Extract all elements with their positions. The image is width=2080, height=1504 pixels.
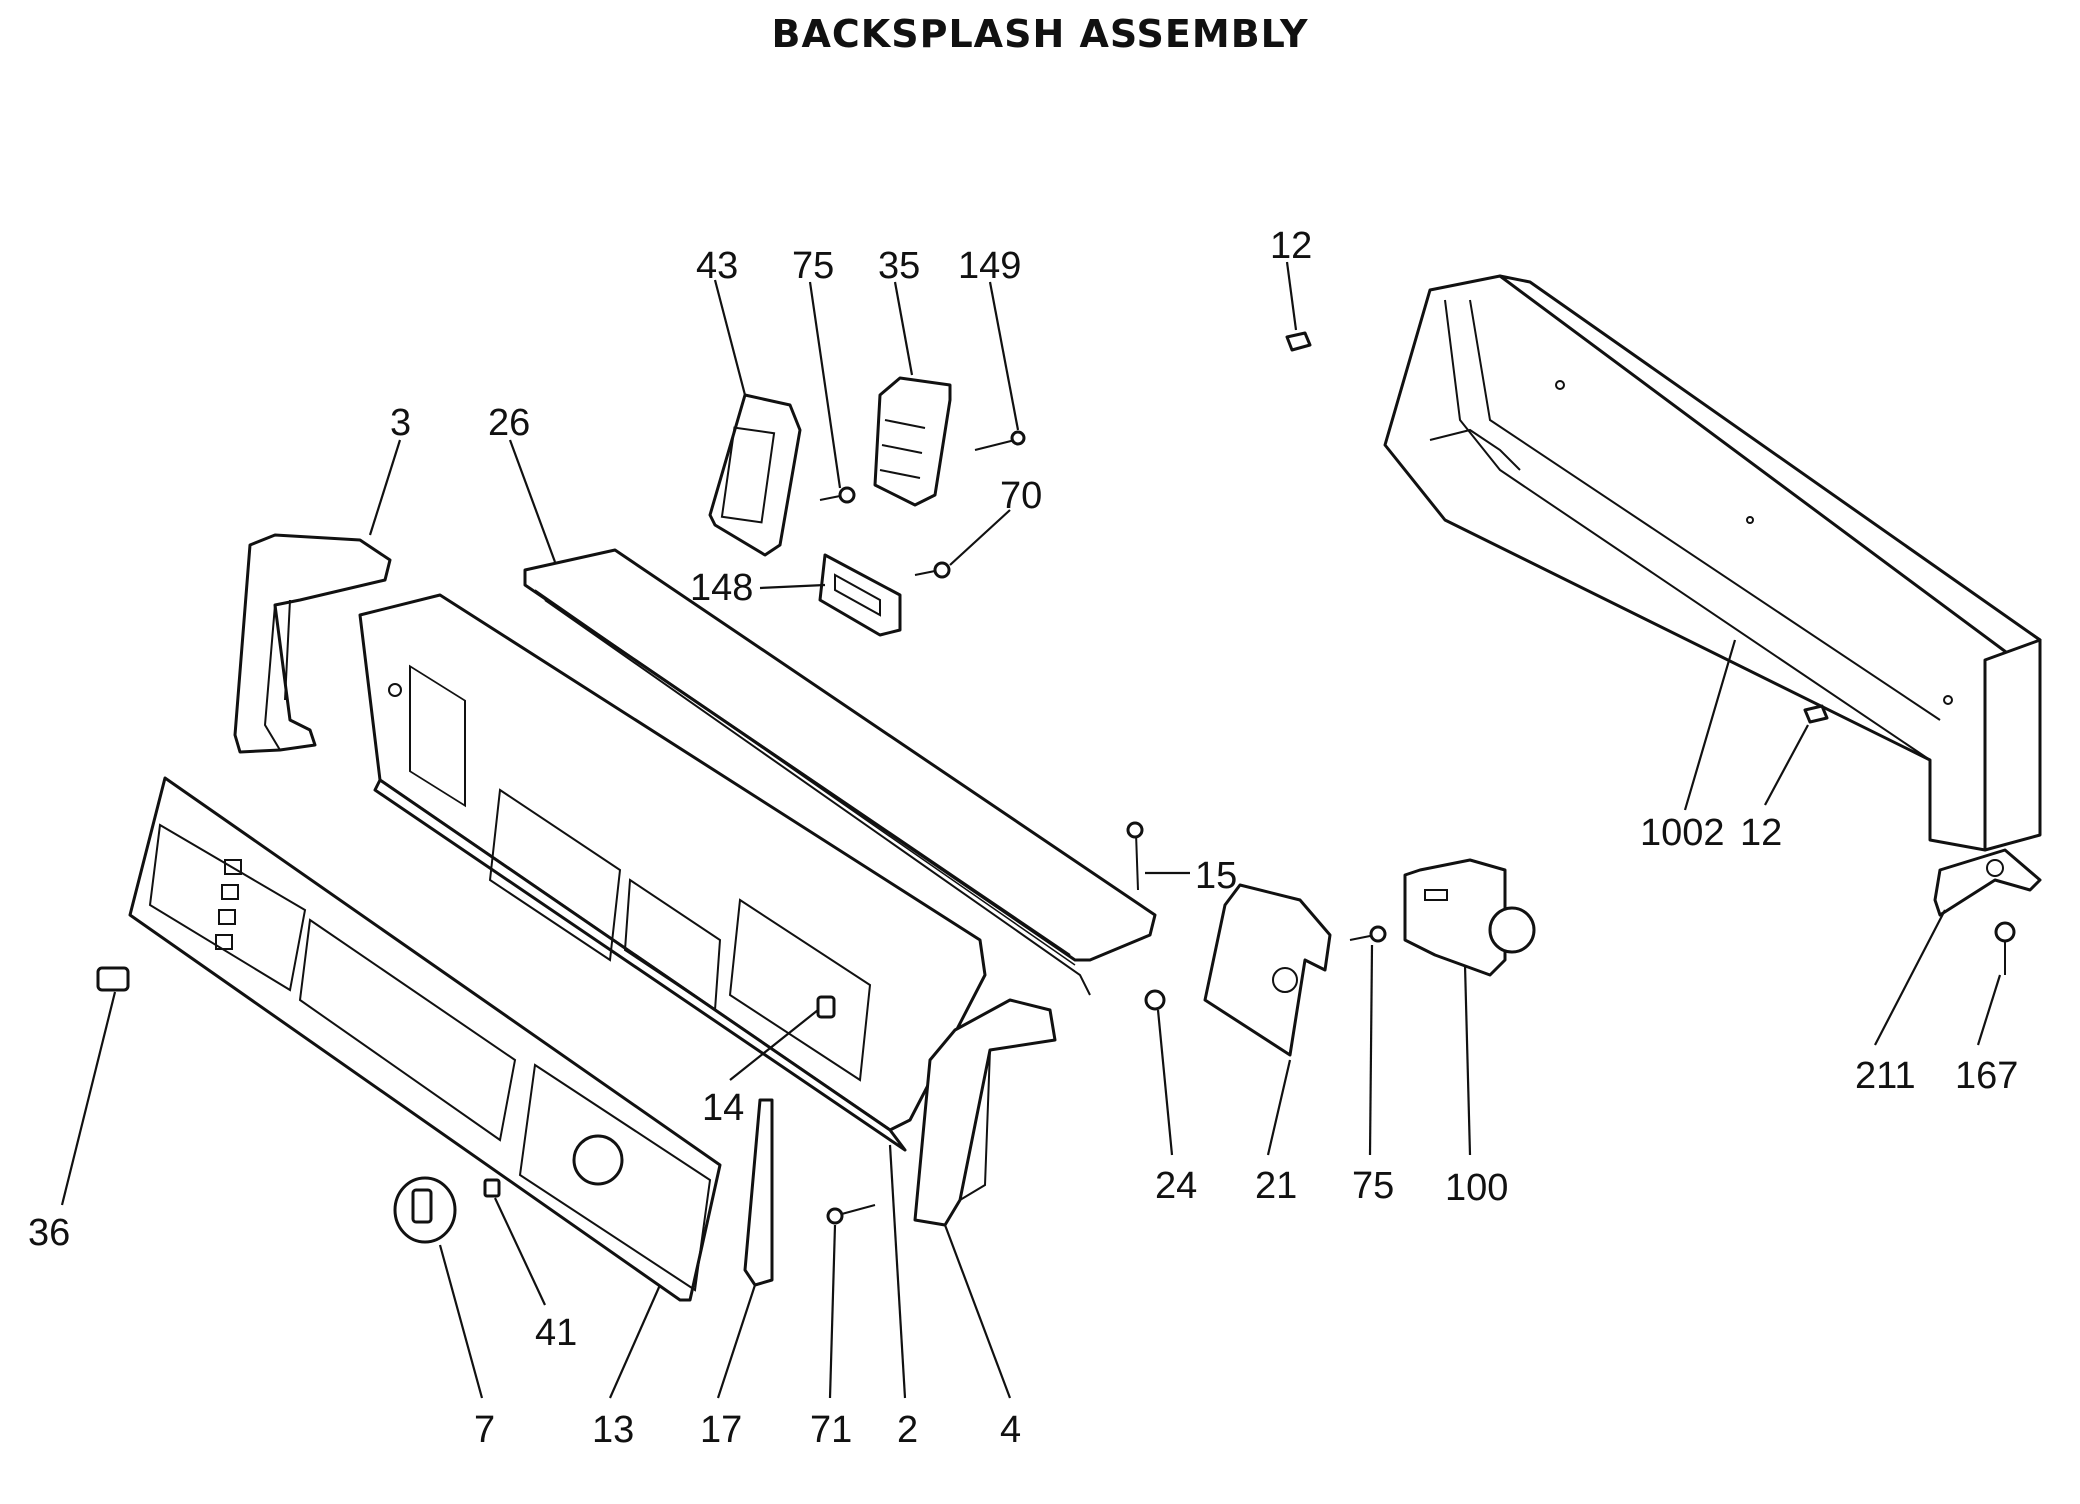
callout-14: 14	[702, 1087, 744, 1129]
part-timer	[1403, 858, 1536, 977]
part-top-trim	[523, 548, 1157, 996]
part-right-end-cap	[913, 998, 1057, 1227]
diagram-title: BACKSPLASH ASSEMBLY	[771, 12, 1309, 56]
part-control-panel	[128, 776, 722, 1302]
callout-2: 2	[897, 1409, 918, 1451]
part-knob	[393, 1176, 457, 1244]
callout-75-lower: 75	[1352, 1165, 1394, 1207]
part-board-plate	[1203, 883, 1332, 1057]
part-clip-17	[743, 1098, 774, 1287]
callout-17: 17	[700, 1409, 742, 1451]
part-button-36	[96, 966, 130, 992]
callout-24: 24	[1155, 1165, 1197, 1207]
callout-70: 70	[1000, 475, 1042, 517]
callout-75-upper: 75	[792, 245, 834, 287]
callout-211: 211	[1855, 1055, 1916, 1097]
screw-15	[1126, 821, 1144, 891]
screw-149	[974, 430, 1026, 451]
callout-21: 21	[1255, 1165, 1297, 1207]
callout-12-upper: 12	[1270, 225, 1312, 267]
callout-7: 7	[474, 1409, 495, 1451]
callout-43: 43	[696, 245, 738, 287]
callout-12-lower: 12	[1740, 812, 1782, 854]
clip-12-lower	[1803, 704, 1829, 724]
clip-12-upper	[1285, 331, 1312, 352]
callout-148: 148	[690, 567, 753, 609]
callout-26: 26	[488, 402, 530, 444]
part-bracket-43	[708, 393, 802, 557]
callout-1002: 1002	[1640, 812, 1725, 854]
callout-35: 35	[878, 245, 920, 287]
callout-labels: 43 75 35 149 12 3 26 70 148 15 1002 12 1…	[28, 225, 2018, 1451]
part-clip-14	[816, 995, 836, 1019]
callout-13: 13	[592, 1409, 634, 1451]
screw-71	[826, 1204, 876, 1225]
callout-100: 100	[1445, 1167, 1508, 1209]
callout-4: 4	[1000, 1409, 1021, 1451]
part-rear-housing	[1383, 274, 2042, 852]
screw-167	[1994, 921, 2016, 975]
part-switch-block	[873, 376, 952, 507]
callout-149: 149	[958, 245, 1021, 287]
callout-167: 167	[1955, 1055, 2018, 1097]
screw-24	[1144, 989, 1166, 1011]
screw-75-upper	[819, 486, 856, 504]
part-mount-bracket	[1933, 848, 2042, 917]
part-left-end-cap	[233, 533, 392, 754]
callout-36: 36	[28, 1212, 70, 1254]
callout-15: 15	[1195, 855, 1237, 897]
screw-75-lower	[1349, 925, 1387, 943]
callout-3: 3	[390, 402, 411, 444]
part-switch-bracket	[818, 553, 902, 637]
screw-70	[914, 561, 951, 579]
callout-41: 41	[535, 1312, 577, 1354]
callout-71: 71	[810, 1409, 852, 1451]
part-small-insert-41	[483, 1178, 501, 1198]
leader-lines	[60, 261, 2002, 1399]
